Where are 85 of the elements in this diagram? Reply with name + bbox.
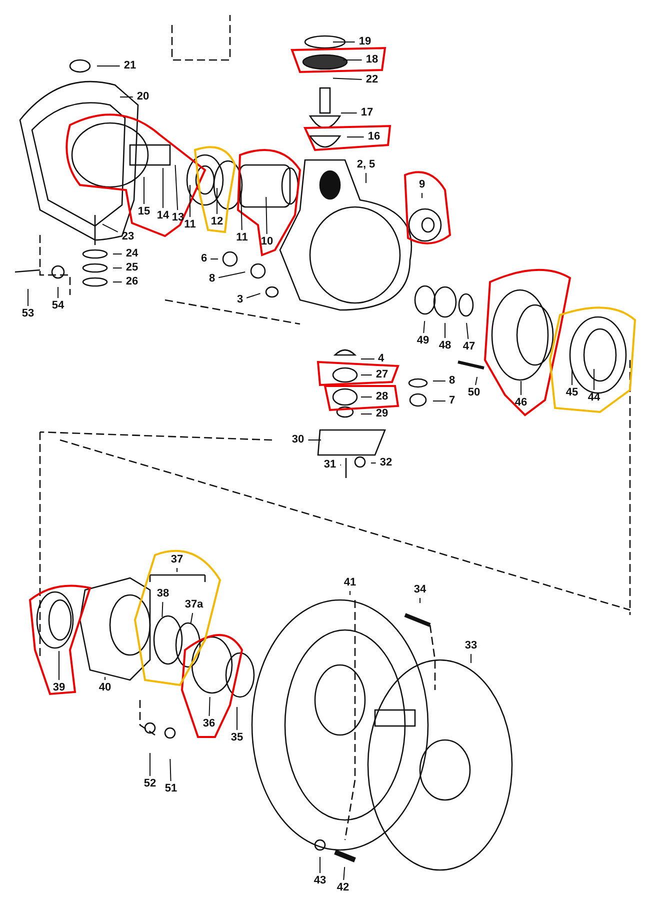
callout-number: 3 bbox=[236, 294, 244, 306]
callout-number: 11 bbox=[184, 220, 196, 230]
callout-number: 42 bbox=[336, 882, 350, 894]
leader-line bbox=[340, 112, 358, 114]
leader-line bbox=[520, 380, 522, 396]
callout-number: 8 bbox=[208, 274, 216, 284]
leader-line bbox=[120, 96, 134, 98]
callout-number: 52 bbox=[144, 778, 156, 790]
callout-number: 17 bbox=[360, 108, 374, 118]
callout-number: 47 bbox=[462, 342, 476, 352]
callout-number: 25 bbox=[126, 262, 138, 274]
callout-number: 34 bbox=[414, 584, 426, 596]
leader-line bbox=[246, 293, 261, 298]
callout-number: 33 bbox=[464, 640, 478, 652]
callout-number: 4 bbox=[378, 354, 384, 364]
leader-line bbox=[104, 676, 106, 680]
callout-number: 32 bbox=[380, 458, 392, 468]
callout-number: 37a bbox=[184, 600, 204, 610]
callout-number: 16 bbox=[368, 132, 380, 142]
leader-line bbox=[210, 258, 218, 260]
callout-number: 49 bbox=[416, 336, 430, 346]
leader-line bbox=[432, 400, 446, 402]
callout-number: 18 bbox=[366, 54, 378, 66]
leader-line bbox=[346, 136, 364, 138]
callout-number: 51 bbox=[164, 784, 178, 794]
leader-line bbox=[332, 78, 362, 80]
callout-number: 10 bbox=[260, 236, 274, 248]
leader-line bbox=[360, 396, 372, 398]
leader-line bbox=[174, 164, 178, 210]
callout-number: 48 bbox=[438, 340, 452, 352]
callout-number: 11 bbox=[236, 232, 248, 244]
callout-number: 2, 5 bbox=[356, 160, 376, 170]
callout-number: 9 bbox=[418, 180, 426, 190]
callout-number: 44 bbox=[588, 392, 600, 404]
leader-line bbox=[360, 358, 375, 360]
leader-line bbox=[236, 706, 238, 730]
callout-number: 46 bbox=[514, 398, 528, 408]
leader-line bbox=[343, 866, 346, 880]
callout-number: 27 bbox=[376, 370, 388, 380]
callout-number: 7 bbox=[448, 396, 456, 406]
callout-number: 23 bbox=[122, 232, 134, 242]
leader-line bbox=[444, 322, 446, 338]
callout-number: 6 bbox=[200, 254, 208, 264]
leader-line bbox=[208, 696, 210, 716]
callout-number: 39 bbox=[52, 682, 66, 694]
callout-number: 15 bbox=[138, 206, 150, 218]
callout-number: 20 bbox=[136, 92, 150, 102]
callout-number: 45 bbox=[566, 388, 578, 398]
callout-number: 54 bbox=[52, 300, 64, 312]
callout-number: 28 bbox=[376, 392, 388, 402]
callout-number: 21 bbox=[124, 60, 136, 72]
callout-number: 35 bbox=[230, 732, 244, 744]
callout-number: 24 bbox=[126, 248, 138, 260]
leader-line bbox=[370, 462, 376, 464]
callout-number: 19 bbox=[358, 36, 372, 48]
leader-line bbox=[218, 272, 246, 278]
callout-number: 30 bbox=[292, 434, 304, 446]
leader-line bbox=[360, 374, 372, 376]
callout-number: 41 bbox=[344, 578, 356, 588]
leader-line bbox=[162, 602, 164, 618]
leader-line bbox=[170, 758, 172, 782]
leader-line bbox=[190, 612, 194, 624]
callout-number: 40 bbox=[98, 682, 112, 694]
callout-number: 26 bbox=[126, 276, 138, 288]
leader-line bbox=[423, 320, 426, 334]
leader-line bbox=[102, 224, 118, 232]
callout-number: 38 bbox=[156, 588, 170, 600]
callout-number: 37 bbox=[170, 554, 184, 566]
callout-number: 43 bbox=[314, 876, 326, 886]
callout-number: 8 bbox=[448, 376, 456, 386]
callout-number: 14 bbox=[156, 210, 170, 222]
callout-number: 31 bbox=[324, 460, 336, 470]
callout-number: 12 bbox=[210, 216, 224, 228]
callout-number: 50 bbox=[468, 388, 480, 398]
leader-line bbox=[466, 322, 469, 340]
leader-line bbox=[240, 190, 242, 230]
leader-line bbox=[470, 654, 472, 664]
callout-number: 29 bbox=[376, 408, 388, 420]
leader-line bbox=[432, 380, 446, 382]
leader-line bbox=[162, 168, 164, 208]
leader-line bbox=[176, 568, 178, 572]
leader-line bbox=[475, 376, 478, 386]
callout-number: 36 bbox=[202, 718, 216, 730]
callout-number: 53 bbox=[22, 308, 34, 320]
callout-number: 22 bbox=[366, 74, 378, 86]
